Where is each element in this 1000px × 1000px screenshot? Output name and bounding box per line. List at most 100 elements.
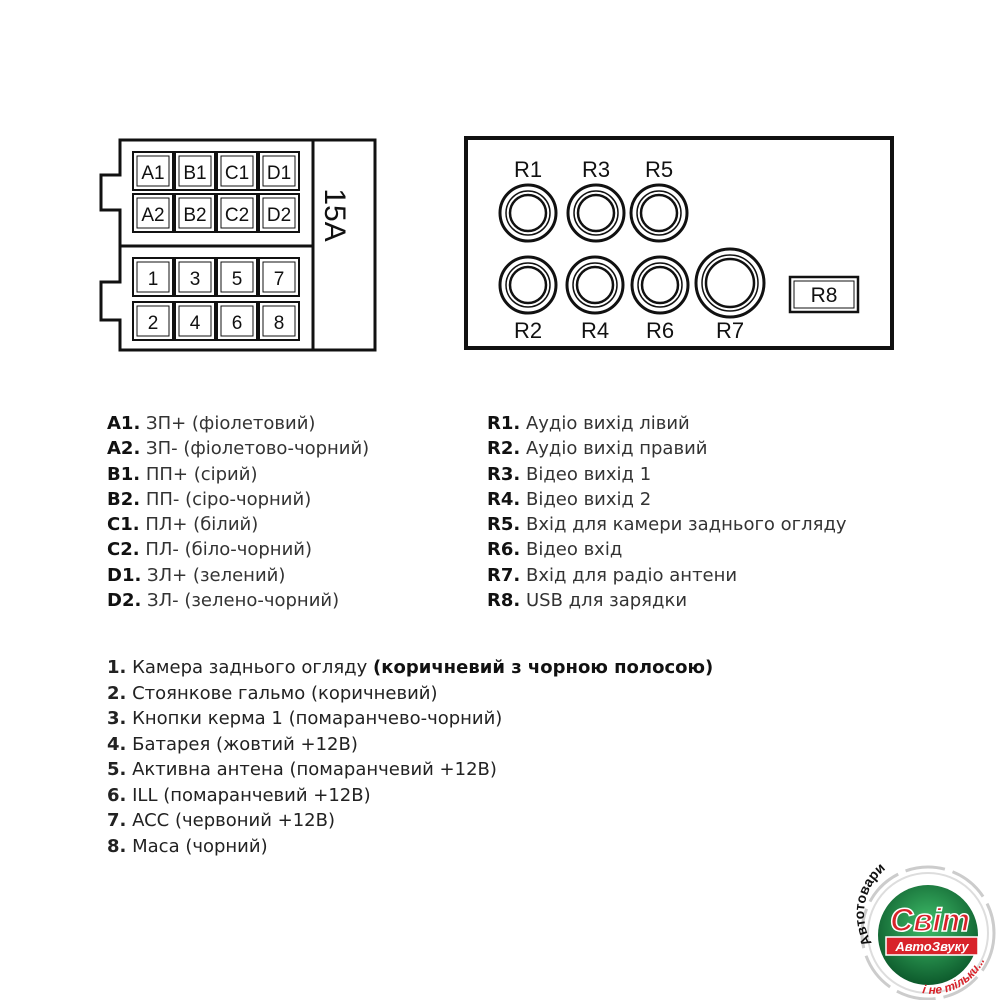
- jack-ring: [630, 255, 690, 315]
- pin-cell-inner: [262, 261, 296, 293]
- legend-code: R4.: [487, 488, 521, 510]
- usb-port: [788, 275, 860, 314]
- jack-ring: [498, 255, 558, 315]
- legend-item: R4. Відео вихід 2: [487, 487, 847, 512]
- rca-jack: [565, 255, 625, 315]
- pin-cell-frame: [216, 193, 258, 233]
- legend-text: ПП- (сіро-чорний): [145, 488, 312, 510]
- pin-label: 4: [190, 313, 201, 334]
- pin-label: B1: [183, 163, 206, 184]
- svg-text:АвтоЗвуку: АвтоЗвуку: [894, 939, 969, 954]
- pin-cell: 1: [132, 257, 174, 297]
- pin-label: 8: [274, 313, 285, 334]
- legend-code: A2.: [107, 438, 141, 460]
- legend-text: ПЛ- (біло-чорний): [145, 539, 312, 561]
- rca-jack: [629, 183, 689, 243]
- legend-code: C1.: [107, 514, 140, 536]
- pin-cell-inner: [220, 155, 254, 187]
- pin-label: D2: [267, 205, 291, 226]
- pin-cell-inner: [178, 197, 212, 229]
- pin-label: 3: [190, 269, 201, 290]
- legend-text: Камера заднього огляду: [132, 657, 368, 678]
- pin-cell: 7: [258, 257, 300, 297]
- legend-code: 5.: [107, 759, 127, 780]
- legend-item: D2. ЗЛ- (зелено-чорний): [107, 588, 369, 613]
- legend-code: R1.: [487, 413, 521, 434]
- legend-text: Аудіо вихід правий: [525, 438, 708, 460]
- legend-bottom: 1. Камера заднього огляду (коричневий з …: [107, 655, 713, 859]
- pin-cell: 8: [258, 301, 300, 341]
- legend-text: ЗП- (фіолетово-чорний): [146, 438, 370, 460]
- pin-cell: 6: [216, 301, 258, 341]
- pin-label: 7: [274, 269, 285, 290]
- pin-cell-frame: [132, 193, 174, 233]
- pin-cell-frame: [216, 301, 258, 341]
- legend-item: B1. ПП+ (сірий): [107, 462, 369, 487]
- legend-text: Вхід для радіо антени: [525, 564, 738, 586]
- legend-item: R2. Аудіо вихід правий: [487, 436, 847, 461]
- jack-ring: [566, 183, 626, 243]
- legend-code: R6.: [487, 539, 521, 561]
- pin-cell-inner: [262, 155, 296, 187]
- legend-item: R5. Вхід для камери заднього огляду: [487, 512, 847, 537]
- legend-code: C2.: [107, 539, 140, 561]
- pin-label: D1: [267, 163, 291, 184]
- pin-label: A1: [141, 163, 164, 184]
- rca-panel: [464, 136, 894, 350]
- jack-label: R7: [716, 318, 744, 343]
- pin-cell: A2: [132, 193, 174, 233]
- legend-item: 6. ILL (помаранчевий +12В): [107, 783, 713, 809]
- legend-code: 3.: [107, 708, 127, 729]
- legend-item: C1. ПЛ+ (білий): [107, 512, 369, 537]
- jack-label: R4: [581, 318, 609, 343]
- legend-text: Вхід для камери заднього огляду: [525, 514, 847, 536]
- jack-label: R5: [645, 157, 673, 182]
- pin-cell: C1: [216, 151, 258, 191]
- jack-ring: [505, 190, 551, 236]
- pin-label: 1: [148, 269, 159, 290]
- jack-label: R2: [514, 318, 542, 343]
- jack-ring: [573, 190, 619, 236]
- legend-code: 1.: [107, 657, 127, 678]
- legend-text: Кнопки керма 1 (помаранчево-чорний): [132, 708, 503, 729]
- pin-label: 5: [232, 269, 243, 290]
- pin-cell-frame: [174, 193, 216, 233]
- legend-text: ЗЛ- (зелено-чорний): [147, 590, 340, 612]
- jack-ring: [629, 183, 689, 243]
- pin-cell-frame: [216, 151, 258, 191]
- usb-label: R8: [811, 284, 838, 307]
- legend-code: A1.: [107, 413, 141, 434]
- legend-item: D1. ЗЛ+ (зелений): [107, 563, 369, 588]
- pin-cell-inner: [136, 261, 170, 293]
- legend-left: A1. ЗП+ (фіолетовий)A2. ЗП- (фіолетово-ч…: [107, 411, 369, 613]
- pin-cell-inner: [178, 261, 212, 293]
- jack-ring: [576, 193, 616, 233]
- pin-cell: 4: [174, 301, 216, 341]
- legend-text: ACC (червоний +12В): [132, 810, 335, 831]
- pin-cell-frame: [258, 151, 300, 191]
- pin-cell-frame: [132, 151, 174, 191]
- legend-code: R2.: [487, 438, 521, 460]
- pin-cell-inner: [220, 261, 254, 293]
- jack-ring: [704, 257, 756, 309]
- legend-item: 3. Кнопки керма 1 (помаранчево-чорний): [107, 706, 713, 732]
- pin-cell: C2: [216, 193, 258, 233]
- pin-cell-inner: [136, 197, 170, 229]
- jack-ring: [639, 193, 679, 233]
- svit-avtozvuku-logo: Автотовари і не тільки... Світ АвтоЗвуку: [851, 859, 996, 1000]
- pin-cell-inner: [136, 155, 170, 187]
- legend-item: 4. Батарея (жовтий +12В): [107, 732, 713, 758]
- pin-cell-frame: [258, 301, 300, 341]
- pin-label: 2: [148, 313, 159, 334]
- pin-label: A2: [141, 205, 164, 226]
- legend-code: R8.: [487, 590, 521, 612]
- legend-text: USB для зарядки: [525, 590, 688, 612]
- jack-label: R6: [646, 318, 674, 343]
- legend-text: ПП+ (сірий): [145, 463, 258, 485]
- legend-item: A1. ЗП+ (фіолетовий): [107, 411, 369, 436]
- iso-connector: [99, 138, 377, 352]
- pin-cell-inner: [178, 155, 212, 187]
- pin-cell-frame: [216, 257, 258, 297]
- pin-cell-frame: [132, 301, 174, 341]
